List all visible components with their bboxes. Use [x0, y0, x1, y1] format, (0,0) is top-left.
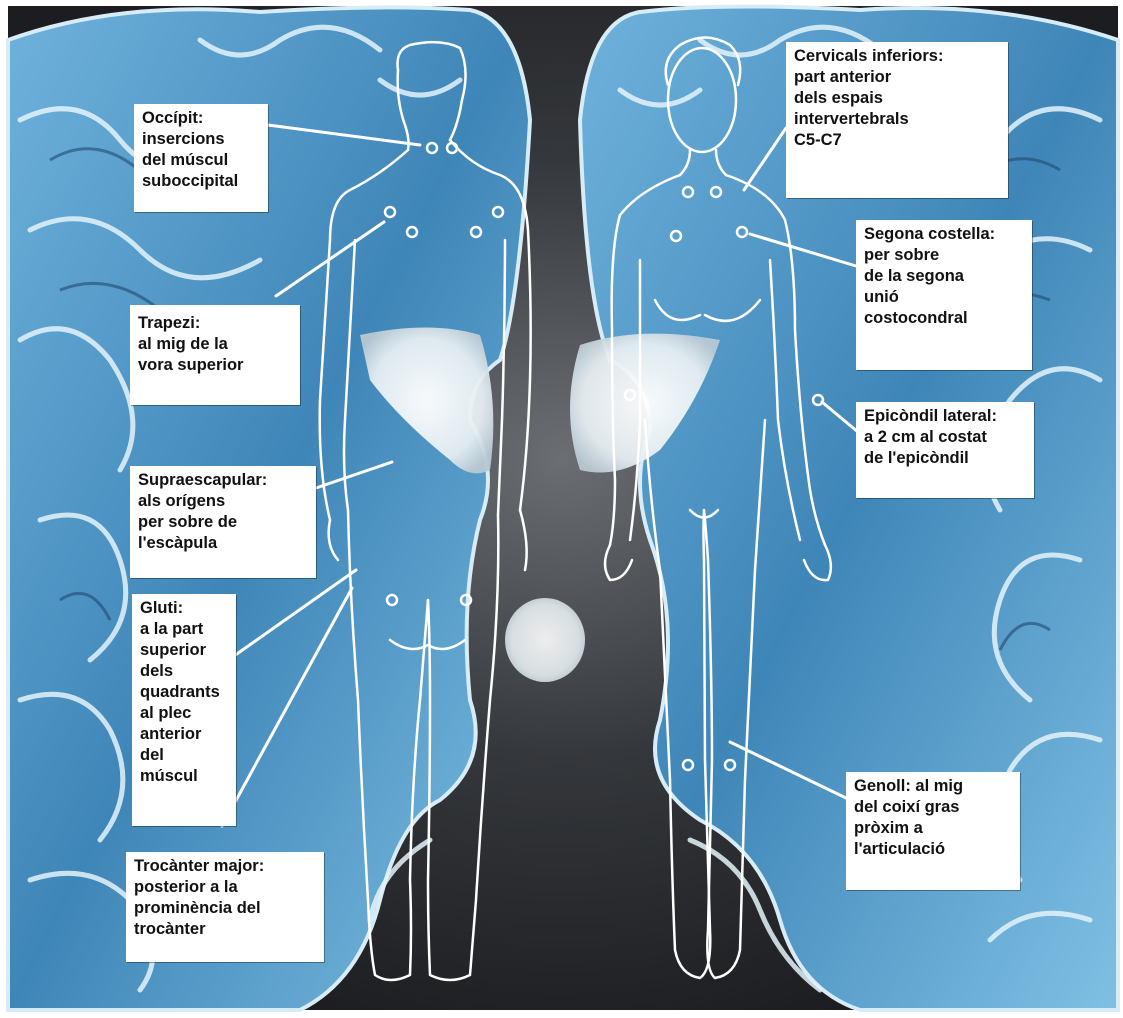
- label-line: intervertebrals: [794, 109, 1002, 130]
- label-line: insercions: [142, 129, 262, 150]
- label-line: Epicòndil lateral:: [864, 406, 1028, 427]
- label-line: trocànter: [134, 919, 318, 940]
- label-line: múscul: [140, 766, 230, 787]
- label-trocanter: Trocànter major: posterior a la prominèn…: [126, 852, 324, 962]
- label-line: per sobre: [864, 245, 1026, 266]
- label-line: superior: [140, 640, 230, 661]
- label-gluti: Gluti: a la part superior dels quadrants…: [132, 594, 236, 826]
- label-line: Occípit:: [142, 108, 262, 129]
- label-trapezi: Trapezi: al mig de la vora superior: [130, 305, 300, 405]
- label-supraescapular: Supraescapular: als orígens per sobre de…: [130, 466, 316, 578]
- label-line: Cervicals inferiors:: [794, 46, 1002, 67]
- label-line: l'escàpula: [138, 533, 310, 554]
- label-line: pròxim a: [854, 818, 1014, 839]
- label-line: part anterior: [794, 67, 1002, 88]
- label-line: al mig de la: [138, 334, 294, 355]
- label-line: Genoll: al mig: [854, 776, 1014, 797]
- label-line: per sobre de: [138, 512, 310, 533]
- label-line: del: [140, 745, 230, 766]
- label-line: Supraescapular:: [138, 470, 310, 491]
- label-line: Segona costella:: [864, 224, 1026, 245]
- label-line: Trocànter major:: [134, 856, 318, 877]
- label-occipit: Occípit: insercions del múscul suboccipi…: [134, 104, 268, 212]
- label-line: de la segona: [864, 266, 1026, 287]
- label-line: Gluti:: [140, 598, 230, 619]
- label-line: de l'epicòndil: [864, 448, 1028, 469]
- label-segona-costella: Segona costella: per sobre de la segona …: [856, 220, 1032, 370]
- label-line: unió: [864, 287, 1026, 308]
- label-line: dels espais: [794, 88, 1002, 109]
- central-white-structure: [505, 598, 585, 682]
- label-line: costocondral: [864, 308, 1026, 329]
- label-line: vora superior: [138, 355, 294, 376]
- label-line: anterior: [140, 724, 230, 745]
- label-cervicals: Cervicals inferiors: part anterior dels …: [786, 42, 1008, 198]
- label-line: dels: [140, 661, 230, 682]
- label-line: del múscul: [142, 150, 262, 171]
- label-line: Trapezi:: [138, 313, 294, 334]
- label-line: al plec: [140, 703, 230, 724]
- label-line: C5-C7: [794, 130, 1002, 151]
- label-epicondil: Epicòndil lateral: a 2 cm al costat de l…: [856, 402, 1034, 498]
- label-line: quadrants: [140, 682, 230, 703]
- label-line: l'articulació: [854, 839, 1014, 860]
- label-line: del coixí gras: [854, 797, 1014, 818]
- label-genoll: Genoll: al mig del coixí gras pròxim a l…: [846, 772, 1020, 890]
- label-line: suboccipital: [142, 171, 262, 192]
- label-line: a la part: [140, 619, 230, 640]
- label-line: posterior a la: [134, 877, 318, 898]
- label-line: prominència del: [134, 898, 318, 919]
- label-line: als orígens: [138, 491, 310, 512]
- label-line: a 2 cm al costat: [864, 427, 1028, 448]
